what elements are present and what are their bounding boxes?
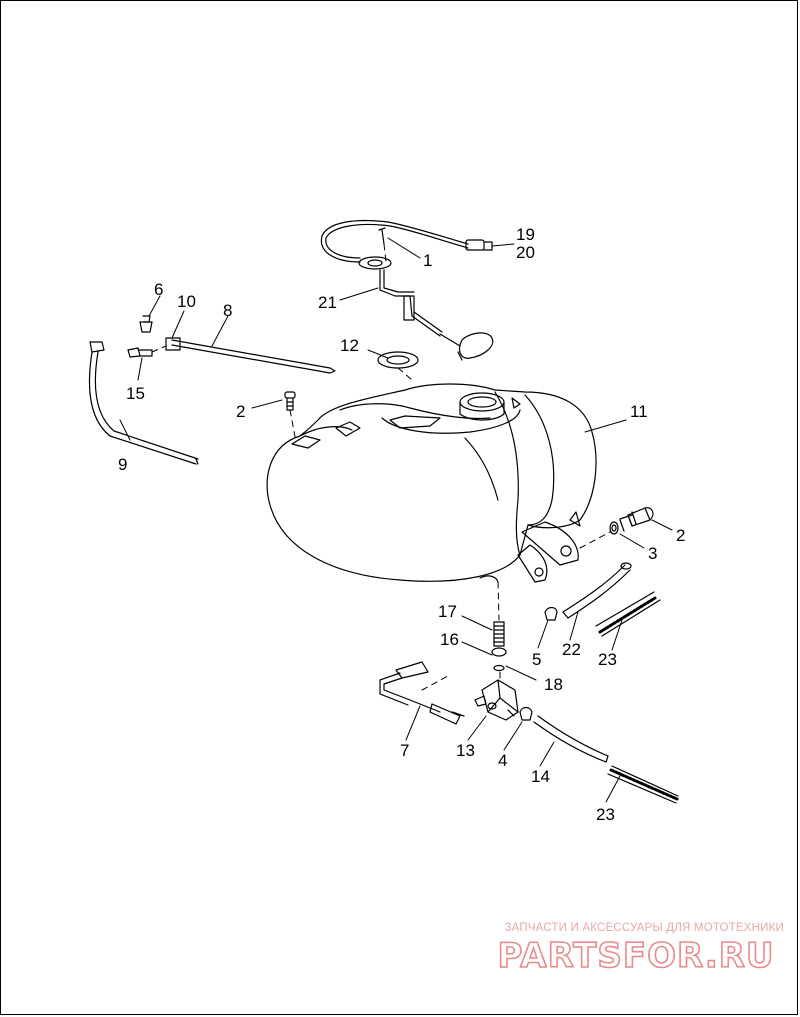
gasket-part — [377, 351, 419, 369]
callout-16: 16 — [440, 630, 459, 649]
callout-20: 20 — [516, 243, 535, 262]
overflow-hose-part — [88, 341, 199, 465]
mount-screw-front-part — [284, 391, 296, 411]
callout-11: 11 — [630, 402, 648, 421]
callout-23-lower: 23 — [596, 805, 615, 824]
callout-12: 12 — [340, 336, 359, 355]
assembly-lines — [151, 243, 611, 691]
fuel-filter-part — [491, 621, 507, 672]
callout-17: 17 — [438, 602, 457, 621]
callout-8: 8 — [223, 301, 233, 320]
callout-23-upper: 23 — [598, 650, 617, 669]
fuel-valve-part — [474, 679, 519, 721]
callout-19: 19 — [516, 225, 535, 244]
fuel-tank-part — [266, 383, 597, 583]
vent-tube-part — [127, 315, 336, 374]
mount-screw-rear-part — [609, 507, 654, 535]
callout-4: 4 — [498, 751, 508, 770]
watermark-logo-text: PARTSFOR.RU — [497, 936, 774, 974]
callout-2-rear: 2 — [676, 526, 686, 545]
callout-10: 10 — [177, 292, 196, 311]
callout-3: 3 — [648, 544, 658, 563]
callout-6: 6 — [154, 280, 164, 299]
callout-18: 18 — [544, 675, 563, 694]
callout-15: 15 — [126, 384, 145, 403]
watermark-logo: PARTSFOR.RU — [497, 935, 775, 974]
callout-22: 22 — [562, 640, 581, 659]
watermark-caption: ЗАПЧАСТИ И АКСЕССУАРЫ ДЛЯ МОТОТЕХНИКИ — [504, 922, 784, 934]
spring-guard-lower-part — [607, 765, 679, 804]
leader-lines — [119, 237, 673, 803]
spring-guard-upper-part — [595, 591, 661, 637]
callout-7: 7 — [400, 741, 410, 760]
callout-5: 5 — [532, 650, 542, 669]
screw-part — [378, 227, 386, 245]
callout-13: 13 — [456, 741, 475, 760]
vacuum-line-part — [379, 661, 465, 725]
callout-21: 21 — [318, 293, 337, 312]
fuel-line-part — [519, 706, 609, 763]
callout-1: 1 — [423, 251, 433, 270]
callout-2-front: 2 — [236, 402, 246, 421]
callout-14: 14 — [531, 767, 550, 786]
hose-22-part — [544, 562, 632, 621]
callout-9: 9 — [118, 455, 128, 474]
